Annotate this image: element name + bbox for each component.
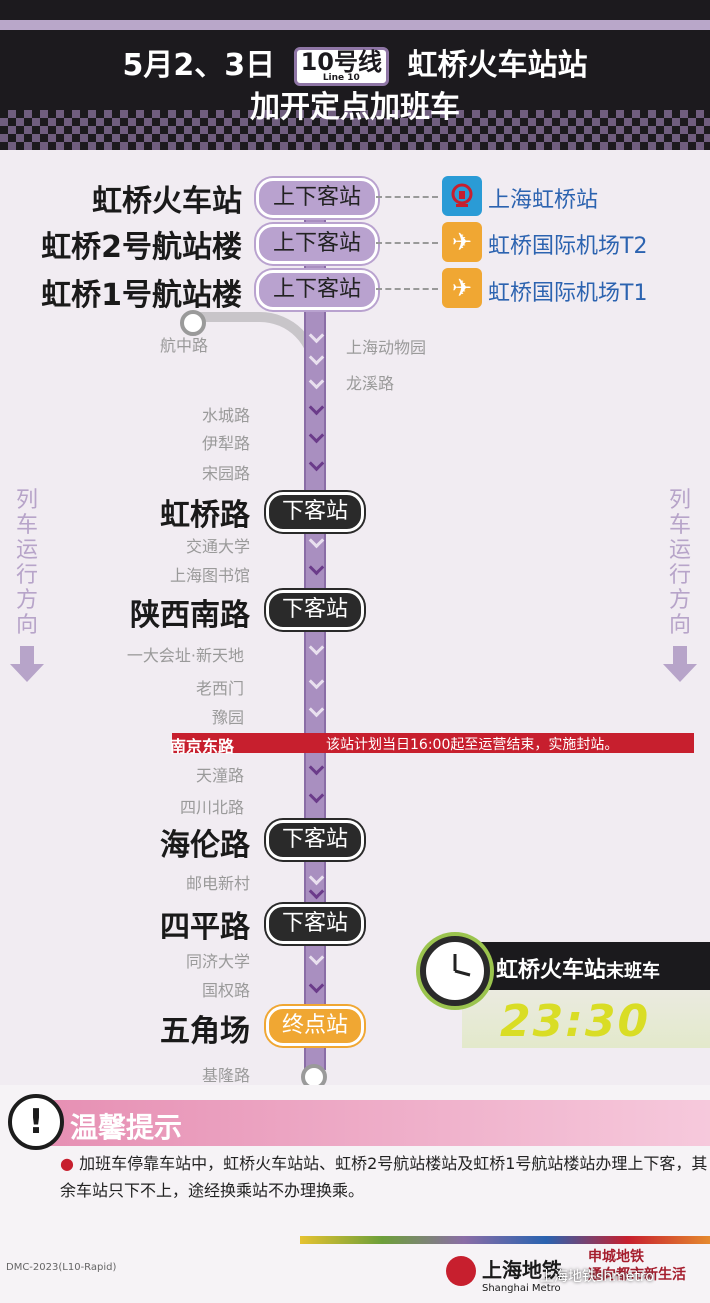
exclamation-icon: !: [8, 1094, 64, 1150]
chevron-icon: [308, 327, 325, 344]
status-pill-terminal: 终点站: [266, 1006, 364, 1046]
last-train-bar: [462, 942, 710, 990]
station-siping: 四平路: [160, 910, 250, 945]
shanghai-metro-logo-icon: [446, 1256, 476, 1286]
airplane-icon: ✈: [442, 268, 482, 308]
railway-icon: [442, 176, 482, 216]
station-hongqiao-road: 虹桥路: [160, 498, 250, 533]
footer-slogan: 申城地铁通向都市新生活: [588, 1249, 686, 1283]
station-laoximen: 老西门: [195, 679, 244, 698]
direction-arrow-stem: [20, 646, 34, 664]
closure-banner: [172, 733, 694, 753]
line-badge-sub: Line 10: [322, 73, 360, 83]
station-songyuan: 宋园路: [201, 464, 250, 483]
chevron-icon: [308, 639, 325, 656]
station-yida: 一大会址·新天地: [126, 646, 244, 665]
station-nanjing-east: 南京东路: [170, 737, 235, 756]
footer-color-stripes: [300, 1236, 710, 1244]
transfer-hongqiao-station: 上海虹桥站: [488, 188, 599, 213]
last-train-time: 23:30: [500, 996, 651, 1047]
chevron-icon: [308, 427, 325, 444]
tips-title-bar: [40, 1100, 710, 1146]
station-hangzhong: 航中路: [160, 336, 209, 355]
status-pill-board-alight: 上下客站: [256, 270, 378, 310]
last-train-title: 虹桥火车站末班车: [496, 958, 661, 983]
direction-right: 列车运行方向: [663, 488, 697, 682]
station-jiaotong: 交通大学: [185, 537, 250, 556]
chevron-icon: [308, 373, 325, 390]
transfer-connector: [376, 196, 438, 198]
line-badge-main: 10号线: [300, 48, 383, 76]
clock-icon: [420, 936, 490, 1006]
station-tiantong: 天潼路: [195, 766, 244, 785]
chevron-icon: [308, 977, 325, 994]
header-checker-pattern: [0, 110, 710, 150]
station-yili: 伊犁路: [201, 434, 250, 453]
direction-arrow-stem: [673, 646, 687, 664]
transfer-connector: [376, 288, 438, 290]
station-hailun: 海伦路: [160, 828, 250, 863]
direction-text-left: 列车运行方向: [15, 488, 38, 638]
direction-left: 列车运行方向: [10, 488, 44, 682]
header-date: 5月2、3日: [122, 48, 276, 83]
station-hongqiao-t1: 虹桥1号航站楼: [41, 278, 242, 313]
chevron-icon: [308, 787, 325, 804]
chevron-icon: [308, 949, 325, 966]
header-title: 5月2、3日 10号线 Line 10 虹桥火车站站: [0, 40, 710, 86]
chevron-icon: [308, 532, 325, 549]
tips-title: 温馨提示: [70, 1111, 183, 1144]
status-pill-alight-only: 下客站: [266, 820, 364, 860]
status-pill-alight-only: 下客站: [266, 590, 364, 630]
chevron-icon: [308, 455, 325, 472]
transfer-airport-t2: 虹桥国际机场T2: [488, 234, 648, 259]
station-shaanxi-south: 陕西南路: [130, 598, 250, 633]
station-hongqiao-railway: 虹桥火车站: [92, 184, 242, 219]
branch-line: [192, 312, 320, 402]
chevron-icon: [308, 349, 325, 366]
watermark: 上海地铁shmetro: [540, 1269, 654, 1285]
station-wujiaochang: 五角场: [160, 1014, 250, 1049]
airplane-icon: ✈: [442, 222, 482, 262]
status-pill-board-alight: 上下客站: [256, 224, 378, 264]
transfer-airport-t1: 虹桥国际机场T1: [488, 281, 648, 306]
transfer-connector: [376, 242, 438, 244]
status-pill-board-alight: 上下客站: [256, 178, 378, 218]
branch-end-ring: [180, 310, 206, 336]
station-sichuan-north: 四川北路: [179, 798, 244, 817]
station-hongqiao-t2: 虹桥2号航站楼: [41, 230, 242, 265]
station-tongji: 同济大学: [185, 952, 250, 971]
status-pill-alight-only: 下客站: [266, 904, 364, 944]
header-subtitle: 加开定点加班车: [250, 90, 460, 125]
status-pill-alight-only: 下客站: [266, 492, 364, 532]
footer-code: DMC-2023(L10-Rapid): [6, 1262, 117, 1273]
down-arrow-icon: [663, 664, 697, 682]
chevron-icon: [308, 399, 325, 416]
header-banner: 5月2、3日 10号线 Line 10 虹桥火车站站 加开定点加班车: [0, 0, 710, 150]
direction-text-right: 列车运行方向: [668, 488, 691, 638]
chevron-icon: [308, 759, 325, 776]
station-guoquan: 国权路: [201, 981, 250, 1000]
chevron-icon: [308, 559, 325, 576]
station-youdian: 邮电新村: [185, 874, 250, 893]
station-longxi: 龙溪路: [346, 374, 395, 393]
chevron-icon: [308, 701, 325, 718]
station-jilong: 基隆路: [201, 1066, 250, 1085]
chevron-icon: [308, 673, 325, 690]
chevron-icon: [308, 883, 325, 900]
station-zoo: 上海动物园: [346, 338, 427, 357]
header-stripe: [0, 20, 710, 30]
line-10-badge: 10号线 Line 10: [293, 47, 390, 86]
station-yuyuan: 豫园: [211, 708, 244, 727]
station-library: 上海图书馆: [169, 566, 250, 585]
down-arrow-icon: [10, 664, 44, 682]
tips-text: ● 加班车停靠车站中，虹桥火车站站、虹桥2号航站楼站及虹桥1号航站楼站办理上下客…: [60, 1154, 708, 1200]
station-shuicheng: 水城路: [201, 406, 250, 425]
closure-note: 该站计划当日16:00起至运营结束，实施封站。: [326, 737, 619, 753]
header-station: 虹桥火车站站: [407, 48, 588, 83]
